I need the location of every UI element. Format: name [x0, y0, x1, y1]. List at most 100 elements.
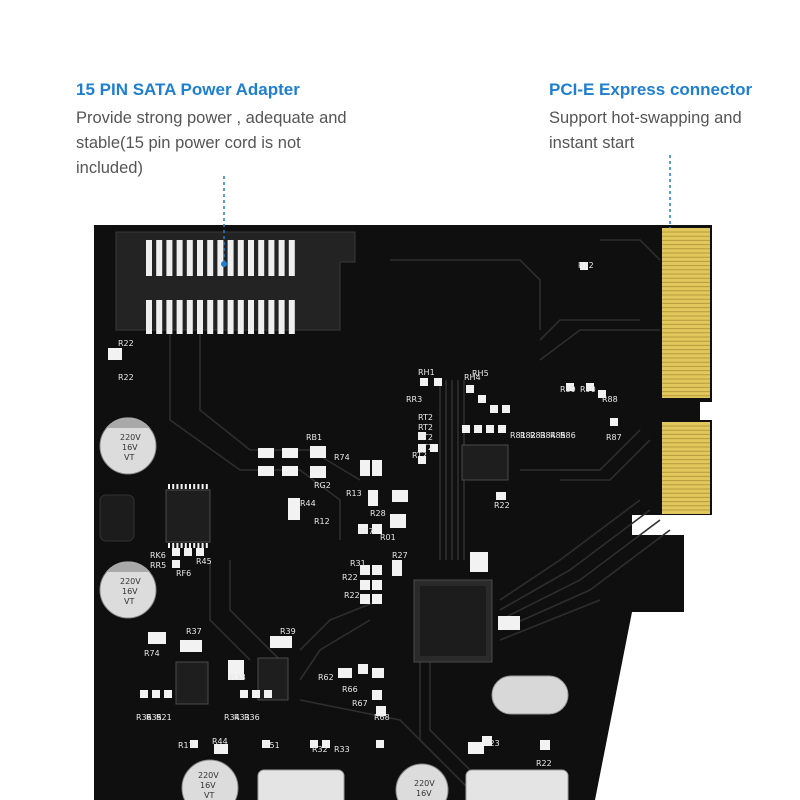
- sata-pin: [268, 300, 275, 334]
- smd-pad: [586, 383, 594, 391]
- sata-pin: [258, 300, 265, 334]
- silkscreen-label: R33: [234, 713, 250, 722]
- sata-pin: [278, 240, 285, 276]
- smd-pad: [598, 390, 606, 398]
- smd-pad: [372, 580, 382, 590]
- smd-pad: [502, 405, 510, 413]
- sata-power-connector: [115, 231, 356, 334]
- silkscreen-label: RF6: [176, 569, 191, 578]
- smd-pad: [358, 524, 368, 534]
- silkscreen-label: R13: [346, 489, 362, 498]
- silkscreen-label: R84: [540, 431, 556, 440]
- silkscreen-label: R17: [178, 741, 194, 750]
- sata-pin: [197, 300, 203, 334]
- smd-pad: [172, 560, 180, 568]
- sata-pin: [207, 300, 214, 334]
- silkscreen-label: R83: [530, 431, 546, 440]
- silkscreen-label: R81: [510, 431, 526, 440]
- callout-sata-power: 15 PIN SATA Power Adapter Provide strong…: [76, 80, 351, 181]
- capacitor-voltage: 220V: [198, 771, 219, 780]
- silkscreen-label: R22: [118, 373, 134, 382]
- silkscreen-label: RT2: [412, 451, 427, 460]
- silkscreen-label: R36: [244, 713, 260, 722]
- silkscreen-label: R38: [230, 673, 246, 682]
- ic-pin: [180, 543, 183, 548]
- sata-pins-bottom: [146, 300, 295, 334]
- usb-c-port: [257, 769, 345, 800]
- ic-pin: [168, 543, 170, 548]
- smd-pad: [228, 660, 244, 680]
- ic-pin: [189, 484, 191, 489]
- silkscreen-label: R82: [520, 431, 536, 440]
- smd-pad: [282, 466, 298, 476]
- smd-pad: [360, 565, 370, 575]
- silkscreen-label: R67: [352, 699, 368, 708]
- ic-pin: [176, 484, 179, 489]
- smd-pad: [360, 460, 370, 476]
- silkscreen-label: R21: [156, 713, 172, 722]
- smd-pad: [172, 548, 180, 556]
- smd-pad: [498, 425, 506, 433]
- smd-pad: [418, 456, 426, 464]
- sata-pin: [237, 240, 244, 276]
- silkscreen-label: R22: [578, 261, 594, 270]
- ic-chip: [99, 494, 135, 542]
- ic-pin: [168, 484, 170, 489]
- smd-pad: [372, 460, 382, 476]
- smd-pad: [390, 514, 406, 528]
- sata-pin: [217, 300, 224, 334]
- ic-pin: [180, 484, 183, 489]
- silkscreen-label: RB1: [306, 433, 322, 442]
- crystal-oscillator: [491, 675, 569, 715]
- silkscreen-label: RH4: [464, 373, 481, 382]
- silkscreen-label: R37: [186, 627, 202, 636]
- silkscreen-label: RR5: [150, 561, 166, 570]
- ic-pin: [197, 484, 200, 489]
- callout-pcie-connector: PCI-E Express connector Support hot-swap…: [549, 80, 789, 156]
- smd-components: [108, 262, 618, 754]
- capacitor-cap: 16V: [122, 587, 138, 596]
- silkscreen-label: R44: [300, 499, 316, 508]
- smd-pad: [468, 742, 484, 754]
- silkscreen-label: RT2: [418, 433, 433, 442]
- silkscreen-label: RT2: [418, 443, 433, 452]
- sata-pin: [217, 240, 224, 276]
- silkscreen-label: R27: [392, 551, 408, 560]
- smd-pad: [360, 594, 370, 604]
- capacitor: 220V 16V: [395, 763, 449, 800]
- smd-pad: [282, 448, 298, 458]
- silkscreen-label: RT2: [418, 413, 433, 422]
- sata-pin: [248, 240, 254, 276]
- silkscreen-label: R44: [212, 737, 228, 746]
- capacitor-voltage: 220V: [120, 577, 141, 586]
- ic-pin: [184, 543, 187, 548]
- ic-pin: [184, 484, 187, 489]
- smd-pad: [498, 616, 520, 630]
- silkscreen-label: RT2: [418, 423, 433, 432]
- silkscreen-label: R28: [370, 509, 386, 518]
- smd-pad: [180, 640, 202, 652]
- ic-chip: [175, 661, 209, 705]
- smd-pad: [264, 690, 272, 698]
- capacitor-series: VT: [124, 597, 134, 606]
- ic-pin: [205, 484, 208, 489]
- sata-pin: [156, 240, 163, 276]
- sata-pin: [227, 240, 234, 276]
- smd-pad: [372, 524, 382, 534]
- capacitor-series: VT: [204, 791, 214, 800]
- smd-pad: [338, 668, 352, 678]
- sata-pin: [258, 240, 265, 276]
- silkscreen-label: R22: [494, 501, 510, 510]
- smd-pad: [580, 262, 588, 270]
- silkscreen-label: RH5: [472, 369, 489, 378]
- smd-pad: [430, 444, 438, 452]
- silkscreen-label: R22: [342, 573, 358, 582]
- smd-pad: [322, 740, 330, 748]
- sata-pin: [207, 240, 214, 276]
- sata-pin: [268, 240, 275, 276]
- silkscreen-label: R32: [312, 745, 328, 754]
- smd-pad: [490, 405, 498, 413]
- pcb-board: [94, 225, 712, 800]
- ic-chip: [461, 444, 509, 481]
